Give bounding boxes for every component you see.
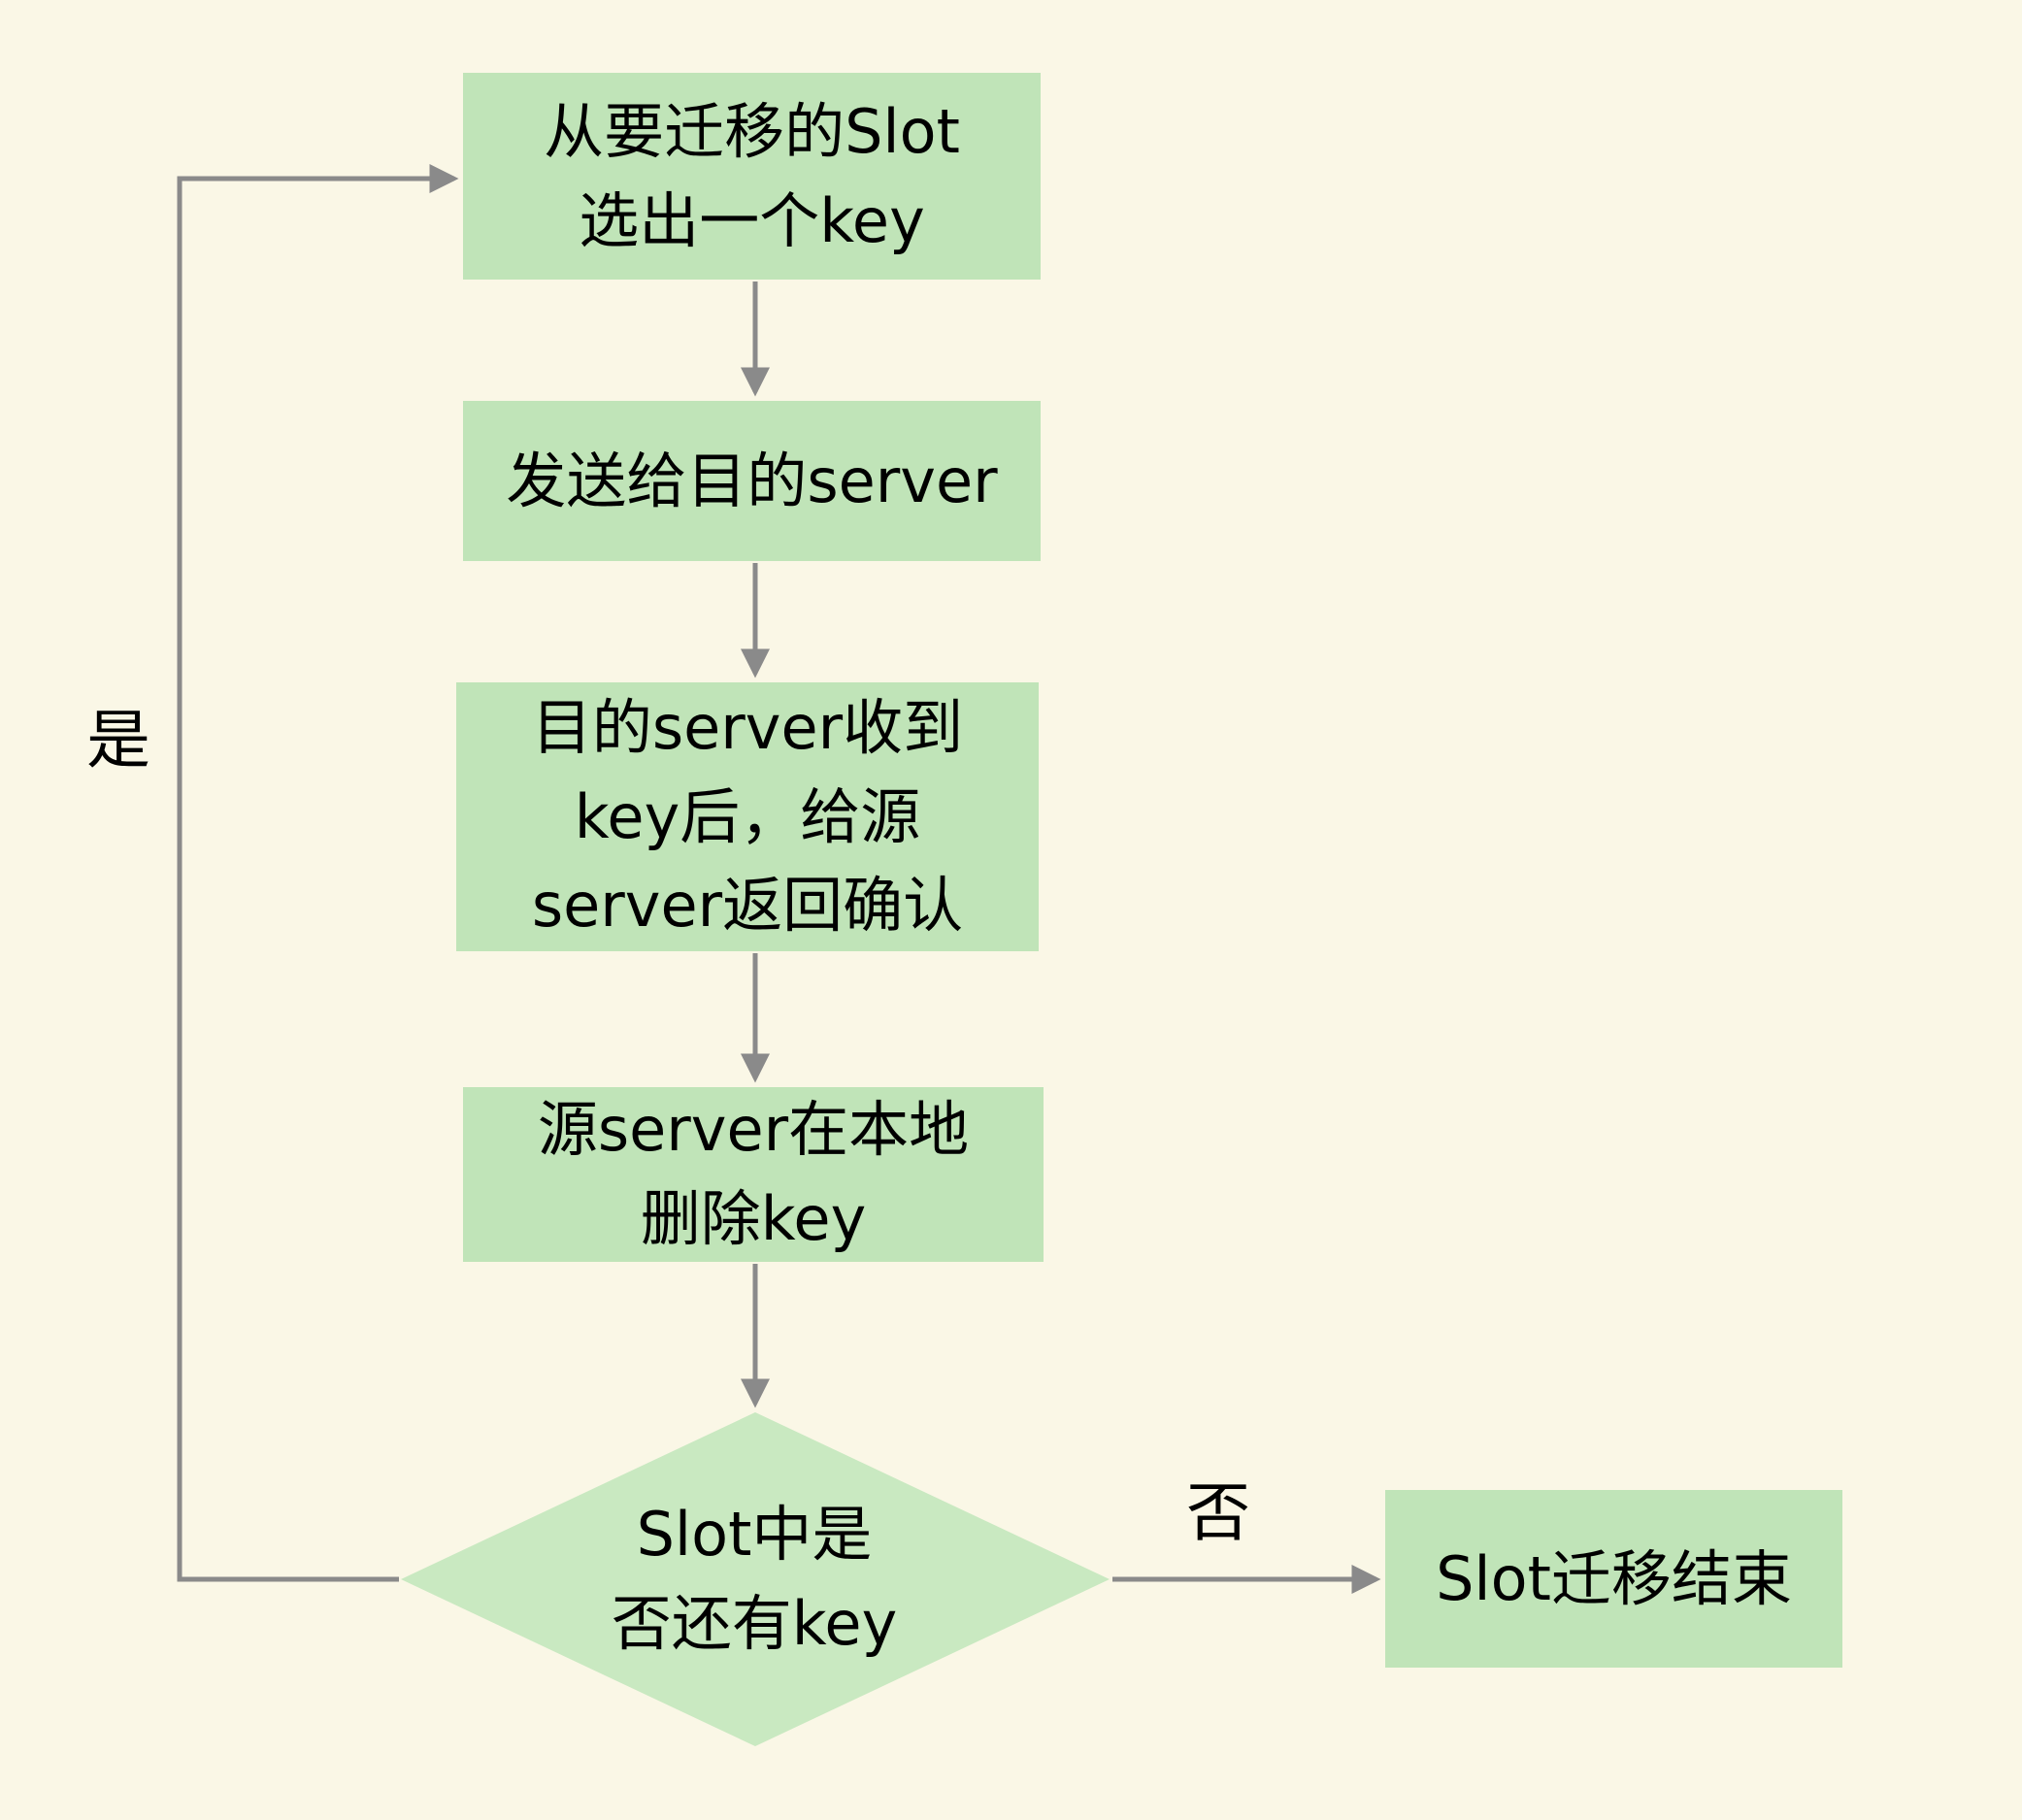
node-dest-ack-line1: 目的server收到 (531, 691, 964, 763)
node-delete-local: 源server在本地 删除key (463, 1087, 1044, 1262)
node-decision-more-keys: Slot中是 否还有key (399, 1412, 1110, 1746)
node-dest-ack: 目的server收到 key后，给源 server返回确认 (456, 682, 1039, 951)
decision-diamond-shape (401, 1412, 1110, 1746)
node-select-key: 从要迁移的Slot 选出一个key (463, 73, 1041, 280)
node-migration-done: Slot迁移结束 (1385, 1490, 1842, 1668)
edge-label-no: 否 (1186, 1475, 1250, 1550)
node-select-key-line2: 选出一个key (579, 184, 925, 256)
node-migration-done-line1: Slot迁移结束 (1436, 1542, 1792, 1614)
edge-label-yes: 是 (86, 703, 150, 778)
arrow-yes-loopback (177, 164, 459, 1582)
node-decision-line1: Slot中是 (636, 1499, 873, 1571)
node-delete-local-line1: 源server在本地 (537, 1094, 970, 1166)
node-dest-ack-line3: server返回确认 (531, 870, 964, 942)
node-delete-local-line2: 删除key (640, 1183, 867, 1254)
node-send-to-dest: 发送给目的server (463, 401, 1041, 561)
node-send-to-dest-line1: 发送给目的server (506, 445, 998, 516)
node-decision-line2: 否还有key (611, 1588, 898, 1659)
node-select-key-line1: 从要迁移的Slot (544, 95, 960, 167)
node-dest-ack-line2: key后，给源 (574, 780, 921, 852)
